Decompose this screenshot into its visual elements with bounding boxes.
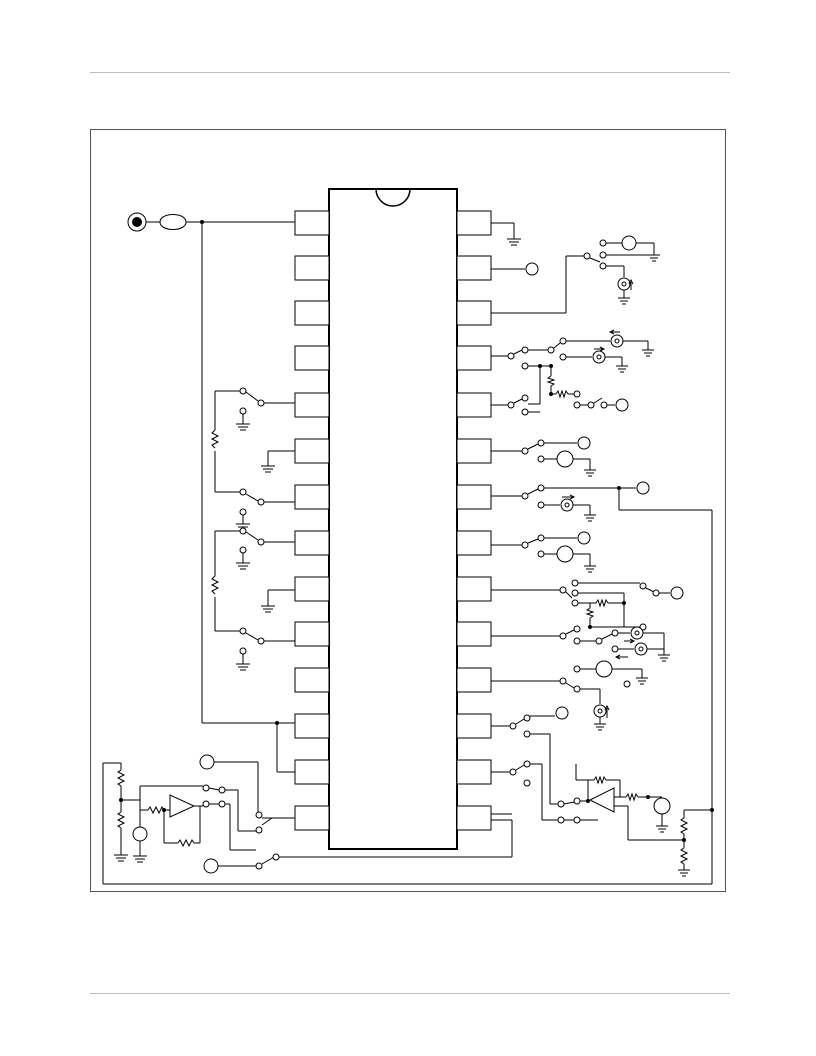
- left-pin-boxes: [294, 210, 330, 831]
- bottom-left-opamp-section: [102, 754, 712, 885]
- right-switch-network-pin10: [491, 625, 670, 662]
- left-switch-network-lower: [210, 527, 295, 671]
- header-rule: [90, 72, 730, 73]
- left-ground-pin6: [261, 450, 295, 473]
- figure-frame: [90, 129, 726, 892]
- right-switch-network-pin8: [491, 531, 596, 573]
- right-switch-network-pin12: [491, 706, 569, 805]
- right-output-pin2: [491, 262, 539, 276]
- right-opamp-section: [491, 760, 712, 877]
- footer-rule: [90, 993, 730, 994]
- right-ground-pin1: [491, 222, 521, 246]
- left-ground-pin9: [261, 589, 295, 613]
- right-switch-network-pin9: [491, 579, 684, 631]
- ic-package: [328, 188, 458, 850]
- right-switch-network-pin11: [491, 660, 648, 731]
- right-pin-boxes: [456, 210, 492, 831]
- right-switch-network-pin3: [491, 235, 660, 314]
- coax-jack-icon: [127, 212, 295, 773]
- right-switch-network-pin5: [491, 389, 629, 416]
- right-switch-network-pin7: [491, 481, 714, 884]
- right-switch-network-pin6: [491, 436, 596, 477]
- left-switch-network-upper: [210, 387, 295, 531]
- right-switch-network-pin4: [491, 329, 654, 404]
